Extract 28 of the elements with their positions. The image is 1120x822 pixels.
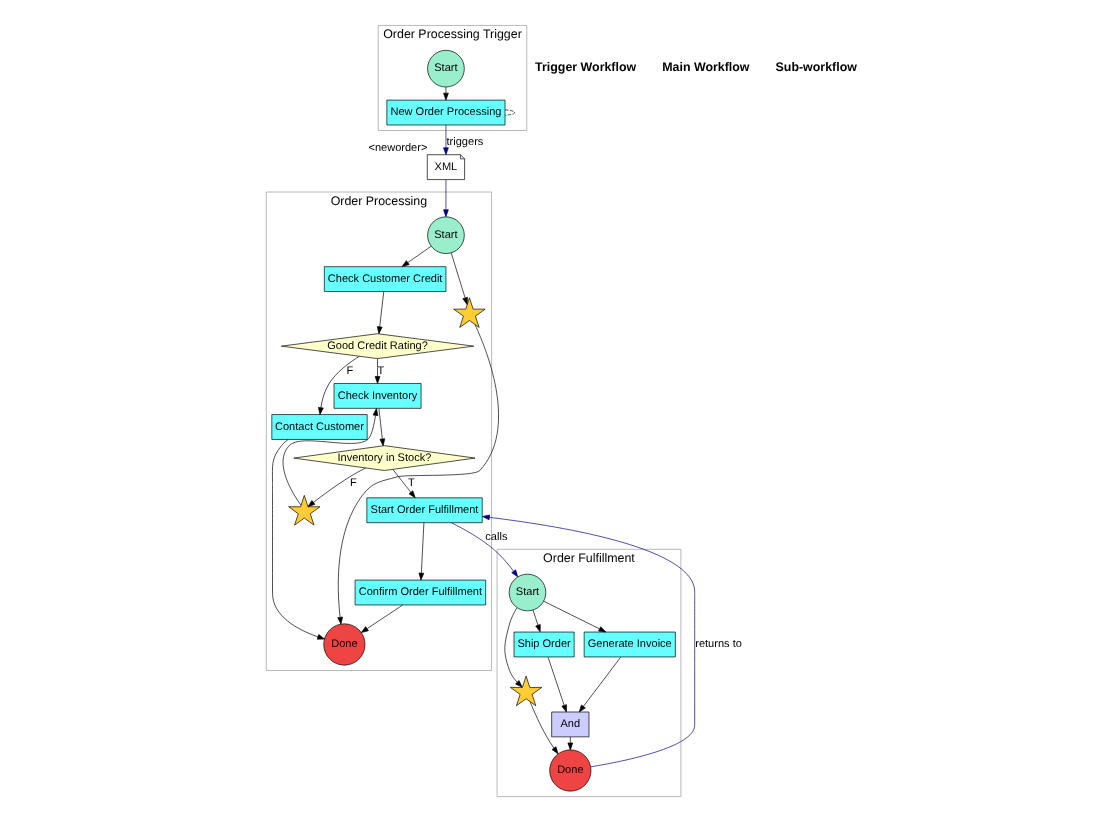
- arrow: [336, 324, 498, 625]
- node-star: [509, 675, 542, 707]
- arrow: [546, 656, 566, 713]
- arrow: [528, 701, 558, 755]
- arrow: [442, 124, 448, 156]
- arrow: [377, 408, 385, 447]
- arrow: [442, 179, 448, 218]
- arrow: [450, 522, 518, 578]
- arrow: [391, 469, 415, 499]
- arrow: [442, 86, 448, 101]
- arrow: [503, 607, 522, 688]
- arrow: [375, 291, 384, 335]
- arrow: [531, 609, 540, 633]
- arrow: [373, 358, 380, 384]
- node-star: [287, 495, 320, 526]
- arrow: [271, 439, 324, 640]
- arrow: [400, 245, 431, 267]
- arrow: [306, 467, 365, 507]
- arrow: [281, 408, 378, 506]
- arrow: [566, 736, 573, 751]
- arrow: [359, 604, 402, 633]
- arrow: [481, 514, 695, 768]
- arrow: [417, 522, 424, 581]
- connector: [503, 109, 515, 116]
- arrow: [317, 356, 359, 415]
- arrow: [449, 252, 467, 305]
- arrow: [577, 656, 621, 713]
- arrow: [542, 600, 606, 633]
